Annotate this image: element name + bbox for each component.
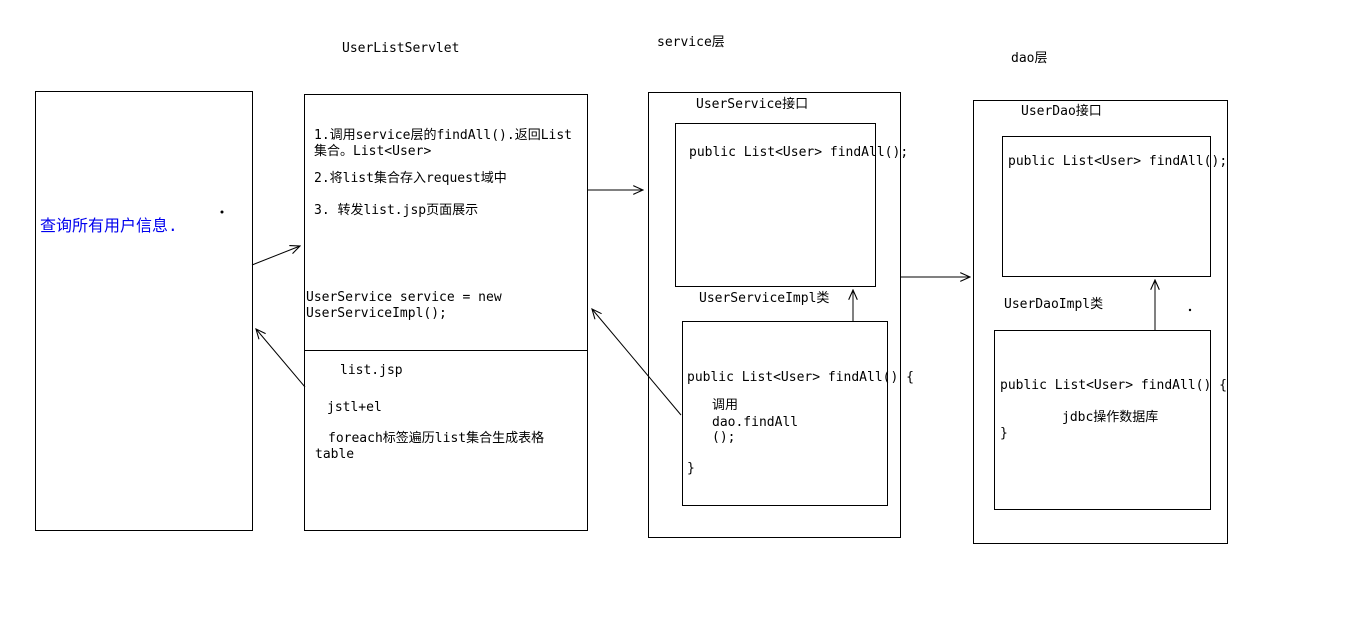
jsp-title: list.jsp (340, 363, 403, 378)
servlet-box (304, 94, 588, 531)
dao-interface-box (1002, 136, 1211, 277)
service-impl-code-line-5: } (687, 461, 695, 476)
arrow-request-to-servlet (251, 246, 300, 266)
service-impl-code-line-4: (); (712, 430, 736, 445)
service-interface-label: UserService接口 (696, 97, 809, 112)
dao-layer-box (973, 100, 1228, 544)
servlet-step-3: 3. 转发list.jsp页面展示 (314, 203, 479, 218)
dao-impl-code-line-3: } (1000, 426, 1008, 441)
dao-impl-label: UserDaoImpl类 (1004, 297, 1104, 312)
service-impl-label: UserServiceImpl类 (699, 291, 830, 306)
jsp-note: foreach标签遍历list集合生成表格table (315, 431, 545, 462)
service-impl-box (682, 321, 888, 506)
servlet-step-1: 1.调用service层的findAll().返回List集合。List<Use… (314, 128, 573, 159)
servlet-box-divider (304, 350, 588, 351)
dao-interface-code: public List<User> findAll(); (1008, 154, 1228, 169)
service-interface-code: public List<User> findAll(); (689, 145, 909, 160)
dao-impl-box (994, 330, 1211, 510)
dao-layer-title: dao层 (1011, 51, 1048, 66)
arrow-servlet-to-request (256, 329, 306, 388)
request-box (35, 91, 253, 531)
dao-impl-code-line-1: public List<User> findAll() { (1000, 378, 1227, 393)
service-interface-box (675, 123, 876, 287)
servlet-layer-title: UserListServlet (342, 41, 460, 56)
service-impl-code-line-3: dao.findAll (712, 415, 799, 430)
jsp-tech: jstl+el (327, 400, 382, 415)
dao-interface-label: UserDao接口 (1021, 104, 1102, 119)
service-layer-title: service层 (657, 35, 725, 50)
servlet-code-line-1: UserService service = new (306, 290, 502, 305)
service-impl-code-line-2: 调用 (712, 398, 739, 413)
service-impl-code-line-1: public List<User> findAll() { (687, 370, 914, 385)
servlet-step-2: 2.将list集合存入request域中 (314, 171, 507, 186)
request-text: 查询所有用户信息. (40, 216, 178, 235)
servlet-code-line-2: UserServiceImpl(); (306, 306, 447, 321)
dao-impl-code-line-2: jdbc操作数据库 (1062, 410, 1159, 425)
